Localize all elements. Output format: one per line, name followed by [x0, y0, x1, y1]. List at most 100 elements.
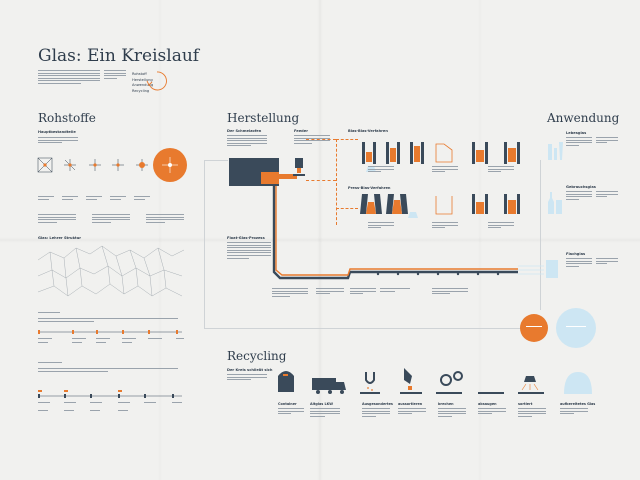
recycling-text-7: [518, 408, 546, 418]
float-step-text-1: [272, 288, 308, 298]
flat-glass-icon: [518, 260, 558, 278]
intro-item-rohstoff: Rohstoff: [132, 72, 147, 76]
dashed-line-branch-top: [336, 139, 358, 140]
recycling-badge-text: [526, 326, 542, 329]
rohstoffe-labels-2: [62, 196, 78, 201]
press-step-text-3: [488, 222, 514, 230]
feeder-channel: [279, 174, 297, 179]
anwendung-item-3: Flachglas: [566, 252, 586, 256]
section-title-anwendung: Anwendung: [547, 111, 620, 125]
second-composition-scale: [38, 390, 182, 411]
struktur-label: Glas: Lehrer Struktur: [38, 236, 82, 240]
press-step-text-1: [368, 222, 394, 230]
recycling-step-2: Altglas LKW: [310, 402, 334, 406]
frame-line-top: [204, 160, 228, 161]
anwendung-item-1: Lebesglas: [566, 131, 587, 135]
schmelzofen-title: Der Schmelzofen: [227, 129, 262, 133]
recycling-text-1: [278, 408, 304, 416]
rohstoffe-para-2: [92, 214, 130, 224]
blas-blas-title: Blas-Blas-Verfahren: [348, 129, 388, 133]
float-step-text-4: [380, 288, 410, 293]
intro-item-anwendung: Anwendung: [132, 83, 154, 87]
blas-step-text-1: [368, 166, 394, 174]
amorphous-structure-diagram: [37, 245, 185, 297]
section-title-recycling: Recycling: [227, 349, 287, 363]
composition-text: [38, 318, 178, 323]
intro-item-herstellung: Herstellung: [132, 77, 153, 82]
frame-line-left: [204, 160, 205, 328]
second-scale-text: [38, 368, 178, 373]
recycling-step-1: Container: [278, 402, 297, 406]
float-step-text-3: [350, 288, 376, 296]
recycling-intro-text: [227, 374, 267, 382]
anwendung-item-2: Gebrauchsglas: [566, 185, 596, 189]
anwendung-text-2: [566, 191, 592, 201]
press-blas-molds: [360, 194, 520, 218]
blas-blas-molds: [362, 142, 520, 172]
feeder-title: Feeder: [294, 129, 308, 133]
intro-item-recycling: Recycling: [132, 88, 150, 93]
anwendung-text-3b: [596, 258, 618, 266]
product-badge-blue: [556, 308, 596, 348]
rohstoffe-labels: [38, 196, 54, 201]
recycling-text-3: [362, 408, 390, 418]
dashed-line-branch-bottom: [336, 208, 358, 209]
float-process-line: [272, 186, 518, 280]
anwendung-text-3: [566, 258, 592, 268]
feeder-text: [294, 135, 330, 145]
drinking-glass-icon: [548, 142, 563, 160]
intro-list: Rohstoff Herstellung Anwendung Recycling: [132, 72, 153, 94]
dashed-line-mid: [306, 180, 336, 181]
anwendung-text-1: [566, 137, 592, 147]
intro-text: [38, 70, 100, 86]
press-step-text-2: [432, 222, 458, 230]
product-badge-text: [566, 326, 586, 329]
section-title-rohstoffe: Rohstoffe: [38, 111, 96, 125]
recycling-subtitle: Der Kreis schließt sich: [227, 368, 273, 372]
cycle-icon: [146, 71, 167, 91]
dashed-line-vertical: [336, 139, 337, 225]
recycling-step-5: brechen: [438, 402, 454, 406]
schmelzofen-text: [227, 135, 267, 148]
recycling-step-4: aussortieren: [398, 402, 423, 406]
recycling-text-2: [310, 408, 340, 418]
intro-text-col2: [104, 70, 126, 80]
frame-line-bottom: [204, 328, 524, 329]
float-text: [227, 242, 271, 260]
page-title: Glas: Ein Kreislauf: [38, 46, 200, 66]
float-step-text-5: [432, 288, 468, 296]
dashed-line-top: [306, 139, 336, 140]
rohstoffe-labels-4: [110, 196, 126, 201]
recycling-badge-orange: [520, 314, 548, 342]
rohstoffe-text: [38, 137, 78, 145]
feeder-icon: [293, 158, 305, 176]
recycling-text-4: [398, 408, 426, 416]
press-blas-title: Press-Blas-Verfahren: [348, 186, 391, 190]
bottle-icon: [548, 192, 562, 214]
section-title-herstellung: Herstellung: [227, 111, 300, 125]
furnace-melt: [261, 172, 279, 184]
anwendung-text-1b: [596, 137, 618, 145]
recycling-text-6: [478, 408, 506, 416]
recycling-text-8: [560, 408, 588, 416]
rohstoffe-para-3: [146, 214, 184, 224]
rohstoffe-subtitle: Hauptbestandteile: [38, 130, 76, 134]
blas-step-text-2: [432, 166, 458, 174]
float-title: Float-Glas-Prozess: [227, 236, 265, 240]
molecule-highlight-icon: [162, 157, 178, 173]
recycling-step-3: Ausgesondertes: [362, 402, 393, 406]
rohstoffe-labels-3: [86, 196, 102, 201]
recycling-step-8: aufbereitetes Glas: [560, 402, 596, 406]
anwendung-text-2b: [596, 191, 618, 199]
rohstoffe-labels-5: [134, 196, 150, 201]
composition-scale: [38, 330, 184, 343]
composition-label: [38, 312, 60, 315]
rohstoffe-para-1: [38, 214, 76, 224]
float-step-text-2: [316, 288, 344, 296]
frame-line-right: [540, 160, 541, 310]
recycling-step-7: sortiert: [518, 402, 533, 406]
blas-step-text-3: [488, 166, 514, 174]
second-scale-label: [38, 362, 62, 365]
recycling-step-6: absaugen: [478, 402, 497, 406]
